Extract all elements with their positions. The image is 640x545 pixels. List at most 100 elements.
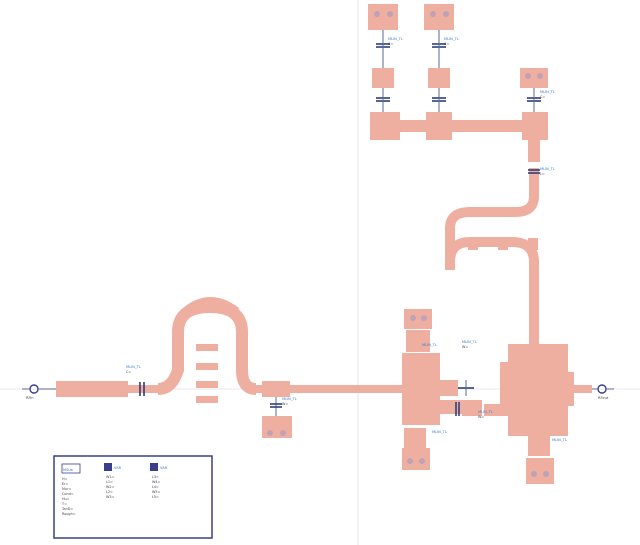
svg-text:W3=: W3=	[106, 495, 115, 499]
svg-text:T=: T=	[61, 502, 67, 506]
serpentine-tab-1	[468, 238, 478, 250]
svg-text:Cond=: Cond=	[62, 492, 74, 496]
top-left-cap-param: C=	[388, 42, 393, 46]
via-icon	[407, 458, 413, 464]
var-icon-2	[150, 463, 158, 471]
via-icon	[410, 315, 416, 321]
top-left-ground-pad	[368, 4, 398, 30]
gate-ind-param: W=	[462, 345, 468, 349]
svg-text:L5=: L5=	[152, 495, 159, 499]
top-left-lower-cap[interactable]	[376, 88, 390, 112]
top-right-ground-pad	[520, 68, 548, 88]
via-icon	[430, 11, 436, 17]
svg-text:Mur=: Mur=	[62, 487, 71, 491]
serpentine-tab-2	[498, 238, 508, 250]
top-mid-ground-pad	[424, 4, 454, 30]
input-cap-label: MLIN_TL	[126, 365, 141, 369]
output-line	[570, 385, 592, 393]
main-line-pad	[262, 381, 290, 397]
via-icon	[531, 471, 537, 477]
source-line-label: MLIN_TL	[432, 430, 447, 434]
top-mid-cap-param: C=	[444, 42, 449, 46]
input-coupling-line	[128, 385, 158, 393]
top-left-mid-pad	[372, 68, 394, 88]
svg-text:L4=: L4=	[152, 485, 159, 489]
svg-text:Rough=: Rough=	[62, 512, 76, 516]
via-icon	[419, 458, 425, 464]
via-icon	[525, 73, 531, 79]
gate-bias-pad	[406, 330, 430, 352]
input-bias-pad	[262, 416, 292, 438]
via-icon	[543, 471, 549, 477]
bias-bus-left-pad	[370, 112, 400, 140]
drain-bias-capacitor[interactable]	[528, 169, 540, 174]
top-right-cap-param: C=	[540, 95, 545, 99]
top-left-cap-label: MLIN_TL	[388, 37, 403, 41]
gate-series-inductor[interactable]	[458, 380, 474, 396]
drain-line-param: W=	[478, 415, 484, 419]
svg-text:H=: H=	[62, 477, 68, 481]
serpentine-tab-3	[528, 238, 538, 250]
input-loop-arc	[182, 297, 240, 317]
bias-bus-segment-1	[400, 120, 426, 132]
via-icon	[443, 11, 449, 17]
lower-series-capacitor[interactable]	[455, 402, 460, 416]
drain-serpentine-lower	[445, 237, 539, 344]
msub-icon	[61, 463, 81, 474]
msub-title: MSub	[63, 468, 74, 472]
top-left-cap[interactable]	[376, 30, 390, 68]
drain-bias-link	[528, 436, 550, 456]
drain-line-label: MLIN_TL	[478, 410, 493, 414]
top-mid-cap-label: MLIN_TL	[444, 37, 459, 41]
via-icon	[537, 73, 543, 79]
bias-bus-right-pad	[522, 112, 548, 140]
svg-text:Hu=: Hu=	[62, 497, 70, 501]
svg-text:L2=: L2=	[106, 490, 113, 494]
source-bias-link	[404, 428, 426, 448]
top-mid-cap[interactable]	[432, 30, 446, 68]
via-icon	[387, 11, 393, 17]
via-icon	[421, 315, 427, 321]
transistor-block-edge	[500, 362, 512, 416]
transistor-input-pad	[402, 353, 440, 425]
rfin-label: RFin	[26, 396, 34, 400]
transistor-block	[508, 344, 568, 436]
svg-text:L1=: L1=	[106, 480, 113, 484]
top-mid-mid-pad	[428, 68, 450, 88]
input-bias-network[interactable]	[270, 397, 282, 416]
svg-text:TanD=: TanD=	[61, 507, 73, 511]
drain-serpentine-upper	[445, 168, 539, 262]
input-series-capacitor[interactable]	[139, 382, 145, 396]
transistor-gate-neck	[440, 380, 458, 396]
upper-cap-param: L=	[540, 172, 545, 176]
top-mid-lower-cap[interactable]	[432, 88, 446, 112]
svg-text:W5=: W5=	[152, 490, 161, 494]
via-icon	[280, 430, 286, 436]
var-params-2: L3= W4= L4= W5= L5=	[152, 475, 161, 499]
resonator-bar-2	[196, 363, 218, 370]
source-ground-pad	[402, 448, 430, 470]
gate-ground-pad	[404, 309, 432, 329]
via-icon	[374, 11, 380, 17]
rf-output-port[interactable]: RFout	[597, 384, 614, 400]
svg-text:W4=: W4=	[152, 480, 161, 484]
gate-stub-label: MLIN_TL	[422, 343, 437, 347]
bias-bus-segment-2	[452, 120, 522, 132]
main-transmission-line	[256, 385, 406, 393]
bias-bus-mid-pad	[426, 112, 452, 140]
lower-link-pad	[462, 400, 482, 416]
upper-cap-label: MLIN_TL	[540, 167, 555, 171]
var-title-1: VAR	[114, 466, 122, 470]
top-right-cap[interactable]	[527, 88, 541, 112]
top-right-cap-label: MLIN_TL	[540, 90, 555, 94]
var-title-2: VAR	[160, 466, 168, 470]
bias-line-label: MLIN_TL	[282, 397, 297, 401]
var-icon-1	[104, 463, 112, 471]
rf-input-port[interactable]: RFin	[22, 384, 39, 400]
input-feed-line	[56, 381, 128, 397]
resonator-bar-4	[196, 396, 218, 403]
bias-line-param: W=	[282, 402, 288, 406]
gate-ind-label: MLIN_TL	[462, 340, 477, 344]
